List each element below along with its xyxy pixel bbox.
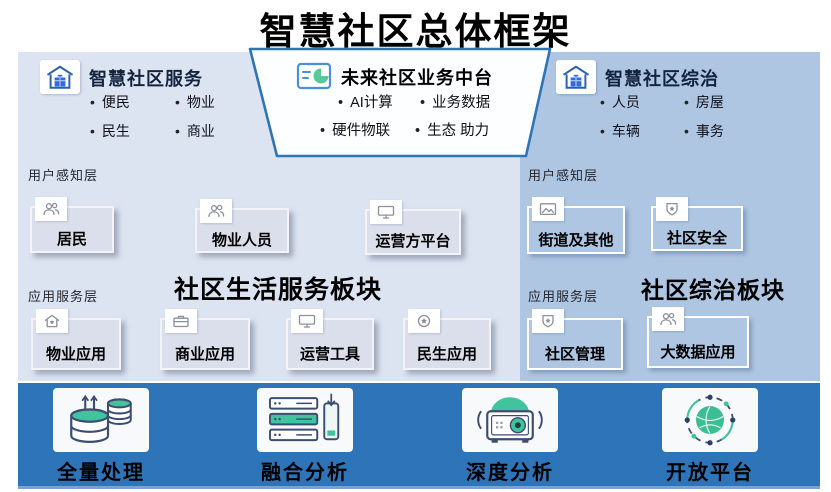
box-label: 居民	[56, 231, 87, 248]
left-perception-label: 用户感知层	[28, 168, 99, 183]
bottom-item-label: 全量处理	[57, 462, 145, 484]
open-platform-icon	[662, 388, 758, 452]
right-perception-label: 用户感知层	[528, 168, 599, 183]
left-header-title: 智慧社区服务	[89, 69, 203, 89]
left-header-bullets: 便民 物业 民生 商业	[90, 92, 280, 141]
box-operator-platform: 运营方平台	[365, 200, 461, 255]
box-residents: 居民	[30, 197, 114, 253]
box-bigdata-app: 大数据应用	[647, 307, 749, 368]
data-platform-bar: 全量处理	[18, 383, 820, 489]
bullet-item: 事务	[684, 121, 770, 141]
bullet-item: 房屋	[684, 92, 770, 112]
database-icon	[53, 388, 149, 452]
box-label: 物业应用	[45, 346, 106, 363]
middle-platform: 未来社区业务中台 AI计算 业务数据 硬件物联 生态 助力	[246, 47, 554, 159]
right-panel-header: 智慧社区综治	[556, 60, 719, 94]
left-section-title: 社区生活服务板块	[173, 276, 382, 304]
bullet-item: 民生	[90, 121, 175, 141]
box-property-staff: 物业人员	[195, 199, 289, 253]
box-community-management: 社区管理	[527, 309, 623, 370]
house-gift-icon	[556, 60, 596, 94]
image-icon	[532, 197, 564, 221]
box-operation-tools: 运营工具	[286, 309, 374, 370]
right-app-label: 应用服务层	[528, 289, 599, 304]
home-heart-icon	[36, 309, 68, 333]
badge-star-icon	[656, 197, 688, 221]
bottom-item-label: 开放平台	[666, 462, 754, 484]
box-label: 商业应用	[174, 346, 235, 363]
card-chart-icon	[296, 61, 332, 96]
briefcase-icon	[165, 309, 197, 333]
users-icon	[35, 197, 67, 221]
box-business-app: 商业应用	[160, 309, 250, 370]
bullet-item: 物业	[175, 92, 280, 112]
platform-item: 生态 助力	[415, 119, 489, 140]
bullet-item: 便民	[90, 92, 175, 112]
box-label: 运营工具	[299, 346, 360, 363]
deep-analysis-icon	[462, 388, 558, 452]
box-label: 社区安全	[666, 230, 727, 247]
house-gift-icon	[40, 60, 80, 94]
box-property-app: 物业应用	[31, 309, 121, 370]
box-livelihood-app: 民生应用	[403, 309, 491, 370]
box-label: 街道及其他	[538, 232, 614, 249]
bottom-item-open-platform: 开放平台	[650, 388, 770, 485]
middle-platform-title: 未来社区业务中台	[341, 68, 493, 88]
box-label: 社区管理	[544, 346, 605, 363]
right-header-title: 智慧社区综治	[605, 69, 719, 89]
right-panel: 智慧社区综治 人员 房屋 车辆 事务 用户感知层 街道及其他 社区安全 应用服务…	[520, 52, 820, 381]
bullet-item: 车辆	[600, 121, 684, 141]
left-panel-header: 智慧社区服务	[40, 60, 203, 94]
users-icon	[200, 199, 232, 223]
platform-item: 硬件物联	[320, 119, 390, 140]
box-street-others: 街道及其他	[527, 197, 625, 254]
bottom-item-deep-analysis: 深度分析	[450, 388, 570, 485]
box-community-safety: 社区安全	[651, 197, 743, 251]
platform-item: AI计算	[338, 91, 393, 112]
page-title: 智慧社区总体框架	[259, 11, 572, 52]
badge-star-icon	[532, 309, 564, 333]
box-label: 民生应用	[416, 346, 477, 363]
server-analysis-icon	[257, 388, 353, 452]
left-app-label: 应用服务层	[28, 289, 99, 304]
right-section-title: 社区综治板块	[641, 277, 785, 303]
platform-item: 业务数据	[420, 91, 490, 112]
star-circle-icon	[408, 309, 440, 333]
monitor-icon	[291, 309, 323, 333]
bullet-item: 人员	[600, 92, 684, 112]
bottom-item-full-processing: 全量处理	[41, 388, 161, 485]
bottom-item-label: 融合分析	[261, 462, 349, 484]
box-label: 物业人员	[211, 232, 272, 249]
monitor-icon	[370, 200, 402, 224]
right-header-bullets: 人员 房屋 车辆 事务	[600, 92, 770, 141]
bullet-item: 商业	[175, 121, 280, 141]
box-label: 大数据应用	[660, 344, 736, 361]
users-icon	[652, 307, 684, 331]
bottom-item-label: 深度分析	[466, 462, 554, 484]
bottom-item-fusion-analysis: 融合分析	[245, 388, 365, 485]
middle-platform-header: 未来社区业务中台	[296, 61, 493, 96]
box-label: 运营方平台	[375, 233, 451, 250]
